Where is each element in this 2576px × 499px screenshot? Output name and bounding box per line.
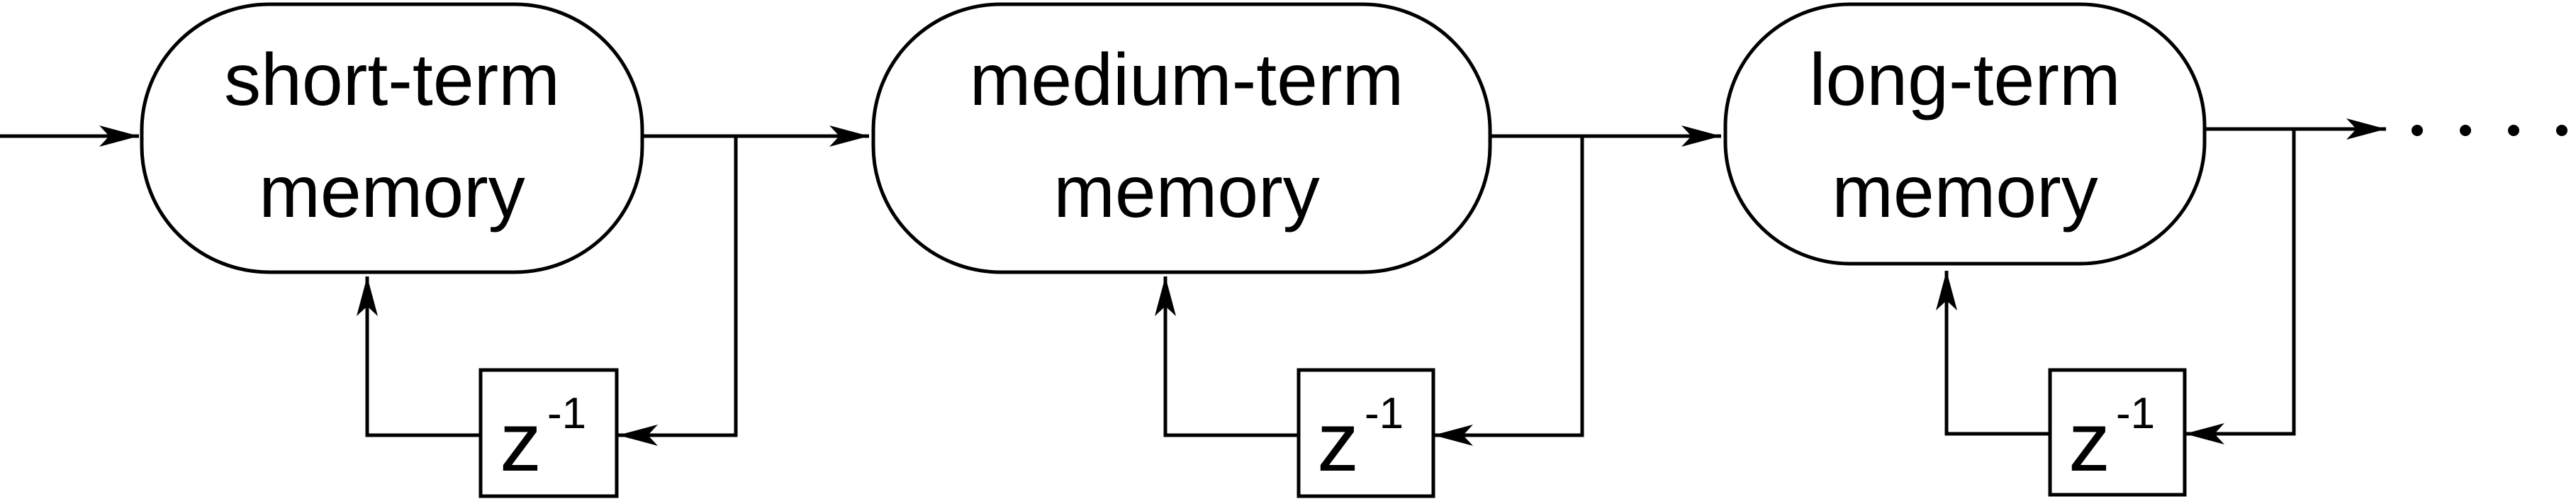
ellipsis-dot — [2460, 125, 2471, 136]
medium-term-feedback-return — [1155, 276, 1299, 437]
continuation-ellipsis — [2412, 125, 2567, 136]
ellipsis-dot — [2508, 125, 2519, 136]
stage-long-term: long-term memory — [1723, 2, 2207, 266]
short-term-label-line2: memory — [259, 151, 525, 233]
long-term-feedback-return — [1936, 271, 2050, 436]
medium-term-delay-block: z -1 — [1297, 368, 1435, 498]
short-term-delay-box — [478, 368, 619, 498]
ellipsis-dot — [2556, 125, 2567, 136]
short-term-delay-block: z -1 — [478, 368, 619, 498]
long-term-delay-base: z — [2068, 396, 2110, 489]
long-term-label-line2: memory — [1832, 151, 2098, 233]
long-term-delay-exponent: -1 — [2116, 389, 2155, 438]
stage-medium-term: medium-term memory — [871, 2, 1492, 274]
medium-term-feedback-wire — [1433, 136, 1584, 446]
short-term-feedback-wire — [618, 136, 738, 446]
stage-short-term: short-term memory — [140, 2, 644, 274]
long-term-delay-block: z -1 — [2048, 368, 2187, 497]
short-term-delay-exponent: -1 — [547, 389, 586, 438]
short-term-feedback-return — [357, 276, 481, 437]
medium-term-delay-exponent: -1 — [1365, 389, 1404, 438]
ellipsis-dot — [2412, 125, 2423, 136]
medium-term-label-line2: memory — [1053, 151, 1320, 233]
medium-term-delay-base: z — [1317, 396, 1359, 489]
short-term-label-line1: short-term — [224, 39, 560, 121]
long-term-feedback-wire — [2185, 129, 2296, 444]
medium-term-delay-box — [1297, 368, 1435, 498]
long-term-label-line1: long-term — [1809, 39, 2120, 121]
medium-term-label-line1: medium-term — [970, 39, 1404, 121]
medium-term-memory-node — [871, 2, 1492, 274]
long-term-memory-node — [1723, 2, 2207, 266]
short-term-delay-base: z — [500, 396, 542, 489]
short-term-memory-node — [140, 2, 644, 274]
long-term-delay-box — [2048, 368, 2187, 497]
